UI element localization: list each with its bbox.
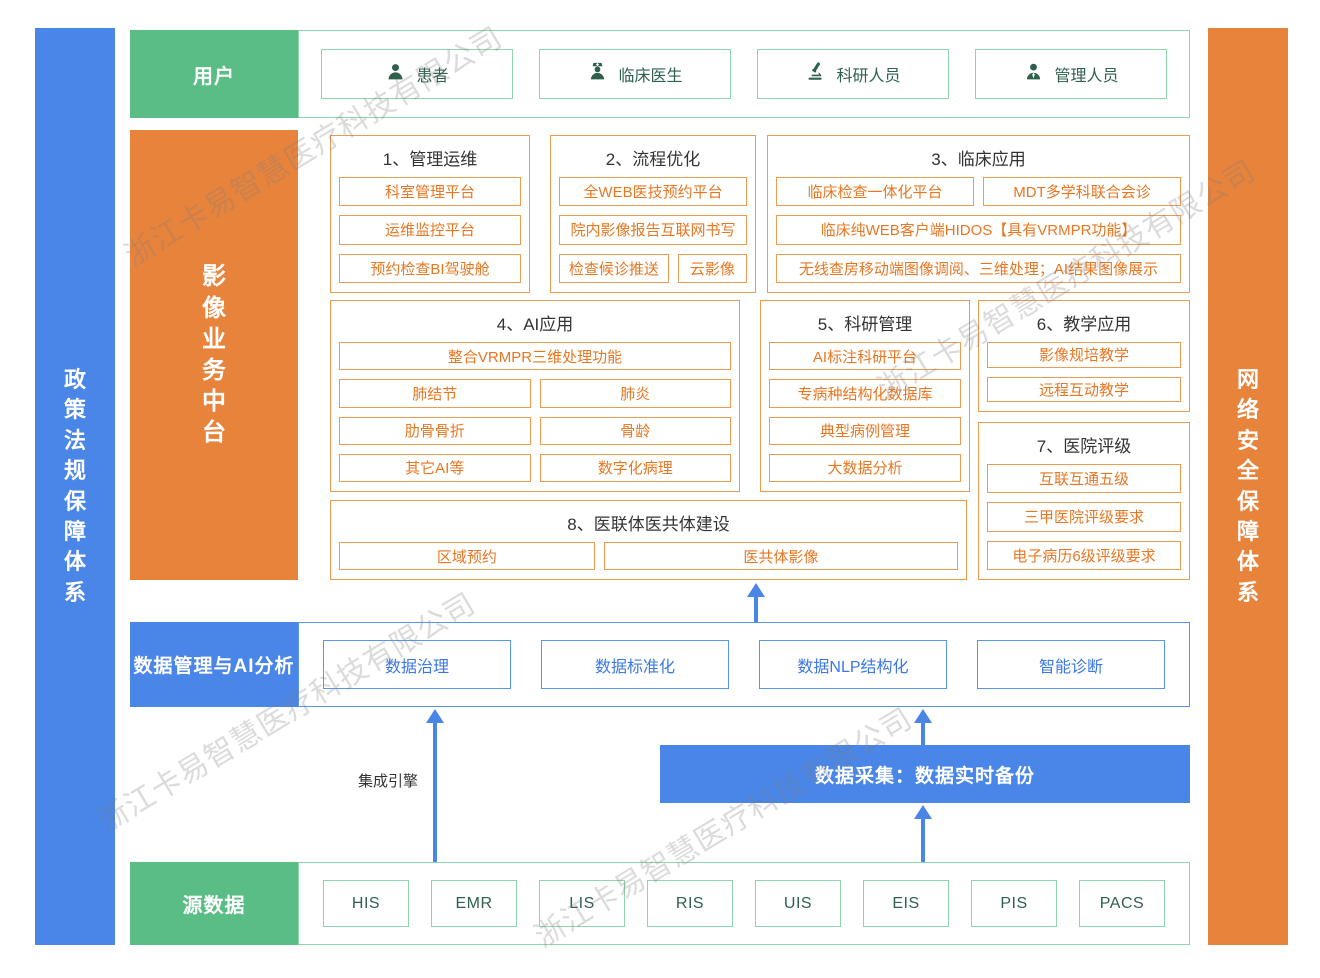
group-title: 7、医院评级 — [1036, 437, 1132, 456]
module-box: 互联互通五级 — [987, 464, 1181, 494]
group-title: 8、医联体医共体建设 — [567, 515, 730, 534]
module-box: 区域预约 — [339, 542, 595, 570]
module-box: 整合VRMPR三维处理功能 — [339, 342, 731, 371]
source-box-pacs: PACS — [1079, 880, 1165, 927]
module-box: 检查候诊推送 — [559, 253, 669, 283]
data-management-label: 数据管理与AI分析 — [130, 622, 298, 707]
policy-regulation-bar: 政策法规保障体系 — [35, 28, 115, 945]
group-title: 3、临床应用 — [931, 150, 1026, 169]
module-box: 院内影像报告互联网书写 — [559, 215, 747, 245]
source-box-pis: PIS — [971, 880, 1057, 927]
user-box-patient: 患者 — [321, 49, 513, 99]
group-hospital-rating: 7、医院评级 互联互通五级 三甲医院评级要求 电子病历6级评级要求 — [978, 422, 1190, 580]
module-box: 云影像 — [677, 253, 747, 283]
module-box: 全WEB医技预约平台 — [559, 177, 747, 207]
module-box: 典型病例管理 — [769, 416, 961, 445]
user-box-clinician: 临床医生 — [539, 49, 731, 99]
module-box: 运维监控平台 — [339, 215, 521, 245]
module-box: 临床检查一体化平台 — [776, 177, 974, 207]
data-governance-box: 数据治理 — [323, 640, 511, 689]
source-data-row: 源数据 HIS EMR LIS RIS UIS EIS PIS PACS — [130, 862, 1190, 945]
module-box: 临床纯WEB客户端HIDOS【具有VRMPR功能】 — [776, 215, 1181, 245]
module-box: 远程互动教学 — [987, 376, 1181, 402]
arrow-up-icon — [914, 709, 932, 723]
arrow-up-icon — [747, 583, 765, 597]
doctor-icon — [587, 61, 608, 87]
data-management-items-strip: 数据治理 数据标准化 数据NLP结构化 智能诊断 — [298, 622, 1190, 707]
module-box: 电子病历6级评级要求 — [987, 540, 1181, 570]
flow-line-source-to-collection — [921, 818, 925, 862]
module-box: 医共体影像 — [603, 542, 958, 570]
flow-line-integration — [433, 722, 437, 862]
group-process-optimization: 2、流程优化 全WEB医技预约平台 院内影像报告互联网书写 检查候诊推送 云影像 — [550, 135, 756, 293]
group-title: 4、AI应用 — [496, 315, 574, 334]
data-standardization-box: 数据标准化 — [541, 640, 729, 689]
flow-line-collection-to-mgmt — [921, 722, 925, 745]
user-box-label: 科研人员 — [836, 68, 901, 85]
module-box: 数字化病理 — [539, 453, 731, 482]
data-management-row: 数据管理与AI分析 数据治理 数据标准化 数据NLP结构化 智能诊断 — [130, 622, 1190, 707]
policy-regulation-label: 政策法规保障体系 — [63, 367, 86, 605]
arrow-up-icon — [426, 709, 444, 723]
user-box-researcher: 科研人员 — [757, 49, 949, 99]
group-clinical-application: 3、临床应用 临床检查一体化平台 MDT多学科联合会诊 临床纯WEB客户端HID… — [767, 135, 1190, 293]
network-security-label: 网络安全保障体系 — [1236, 367, 1259, 605]
integration-engine-label: 集成引擎 — [357, 773, 418, 790]
source-box-emr: EMR — [431, 880, 517, 927]
group-title: 6、教学应用 — [1036, 315, 1132, 334]
users-row: 用户 患者 临床医生 科研人员 — [130, 30, 1190, 118]
flow-line-to-platform — [754, 596, 758, 622]
group-research-management: 5、科研管理 AI标注科研平台 专病种结构化数据库 典型病例管理 大数据分析 — [760, 300, 970, 492]
module-box: 三甲医院评级要求 — [987, 502, 1181, 532]
module-box: 无线查房移动端图像调阅、三维处理；AI结果图像展示 — [776, 253, 1181, 283]
module-box: 其它AI等 — [339, 453, 531, 482]
user-box-label: 管理人员 — [1054, 68, 1119, 85]
user-box-admin: 管理人员 — [975, 49, 1167, 99]
source-items-strip: HIS EMR LIS RIS UIS EIS PIS PACS — [298, 862, 1190, 945]
module-box: 预约检查BI驾驶舱 — [339, 253, 521, 283]
arrow-up-icon — [914, 805, 932, 819]
group-ai-application: 4、AI应用 整合VRMPR三维处理功能 肺结节 肺炎 肋骨骨折 骨龄 其它AI… — [330, 300, 740, 492]
patient-icon — [385, 61, 406, 87]
module-box: 肋骨骨折 — [339, 416, 531, 445]
module-box: AI标注科研平台 — [769, 342, 961, 371]
network-security-bar: 网络安全保障体系 — [1208, 28, 1288, 945]
group-medical-alliance: 8、医联体医共体建设 区域预约 医共体影像 — [330, 500, 967, 580]
imaging-platform-label: 影像业务中台 — [130, 130, 298, 580]
module-box: 专病种结构化数据库 — [769, 379, 961, 408]
module-box: 科室管理平台 — [339, 177, 521, 207]
source-box-lis: LIS — [539, 880, 625, 927]
group-teaching-application: 6、教学应用 影像规培教学 远程互动教学 — [978, 300, 1190, 412]
source-box-uis: UIS — [755, 880, 841, 927]
data-collection-box: 数据采集：数据实时备份 — [660, 745, 1190, 803]
source-box-ris: RIS — [647, 880, 733, 927]
imaging-platform-label-text: 影像业务中台 — [202, 263, 226, 447]
source-data-label: 源数据 — [130, 862, 298, 945]
watermark: 浙江卡易智慧医疗科技有限公司 — [92, 587, 482, 839]
module-box: 骨龄 — [539, 416, 731, 445]
group-management-ops: 1、管理运维 科室管理平台 运维监控平台 预约检查BI驾驶舱 — [330, 135, 530, 293]
users-items-strip: 患者 临床医生 科研人员 管理人员 — [298, 30, 1190, 118]
module-box: 影像规培教学 — [987, 342, 1181, 368]
microscope-icon — [805, 61, 826, 87]
source-box-eis: EIS — [863, 880, 949, 927]
group-title: 1、管理运维 — [382, 150, 478, 169]
admin-icon — [1023, 61, 1044, 87]
group-title: 5、科研管理 — [817, 315, 913, 334]
user-box-label: 临床医生 — [618, 68, 683, 85]
module-box: 大数据分析 — [769, 453, 961, 482]
module-box: 肺炎 — [539, 379, 731, 408]
imaging-platform-section: 影像业务中台 1、管理运维 科室管理平台 运维监控平台 预约检查BI驾驶舱 2、… — [130, 130, 1190, 580]
source-box-his: HIS — [323, 880, 409, 927]
group-title: 2、流程优化 — [605, 150, 701, 169]
module-box: 肺结节 — [339, 379, 531, 408]
users-row-label: 用户 — [130, 30, 298, 118]
data-nlp-box: 数据NLP结构化 — [759, 640, 947, 689]
module-box: MDT多学科联合会诊 — [983, 177, 1181, 207]
smart-diagnosis-box: 智能诊断 — [977, 640, 1165, 689]
user-box-label: 患者 — [416, 68, 449, 85]
